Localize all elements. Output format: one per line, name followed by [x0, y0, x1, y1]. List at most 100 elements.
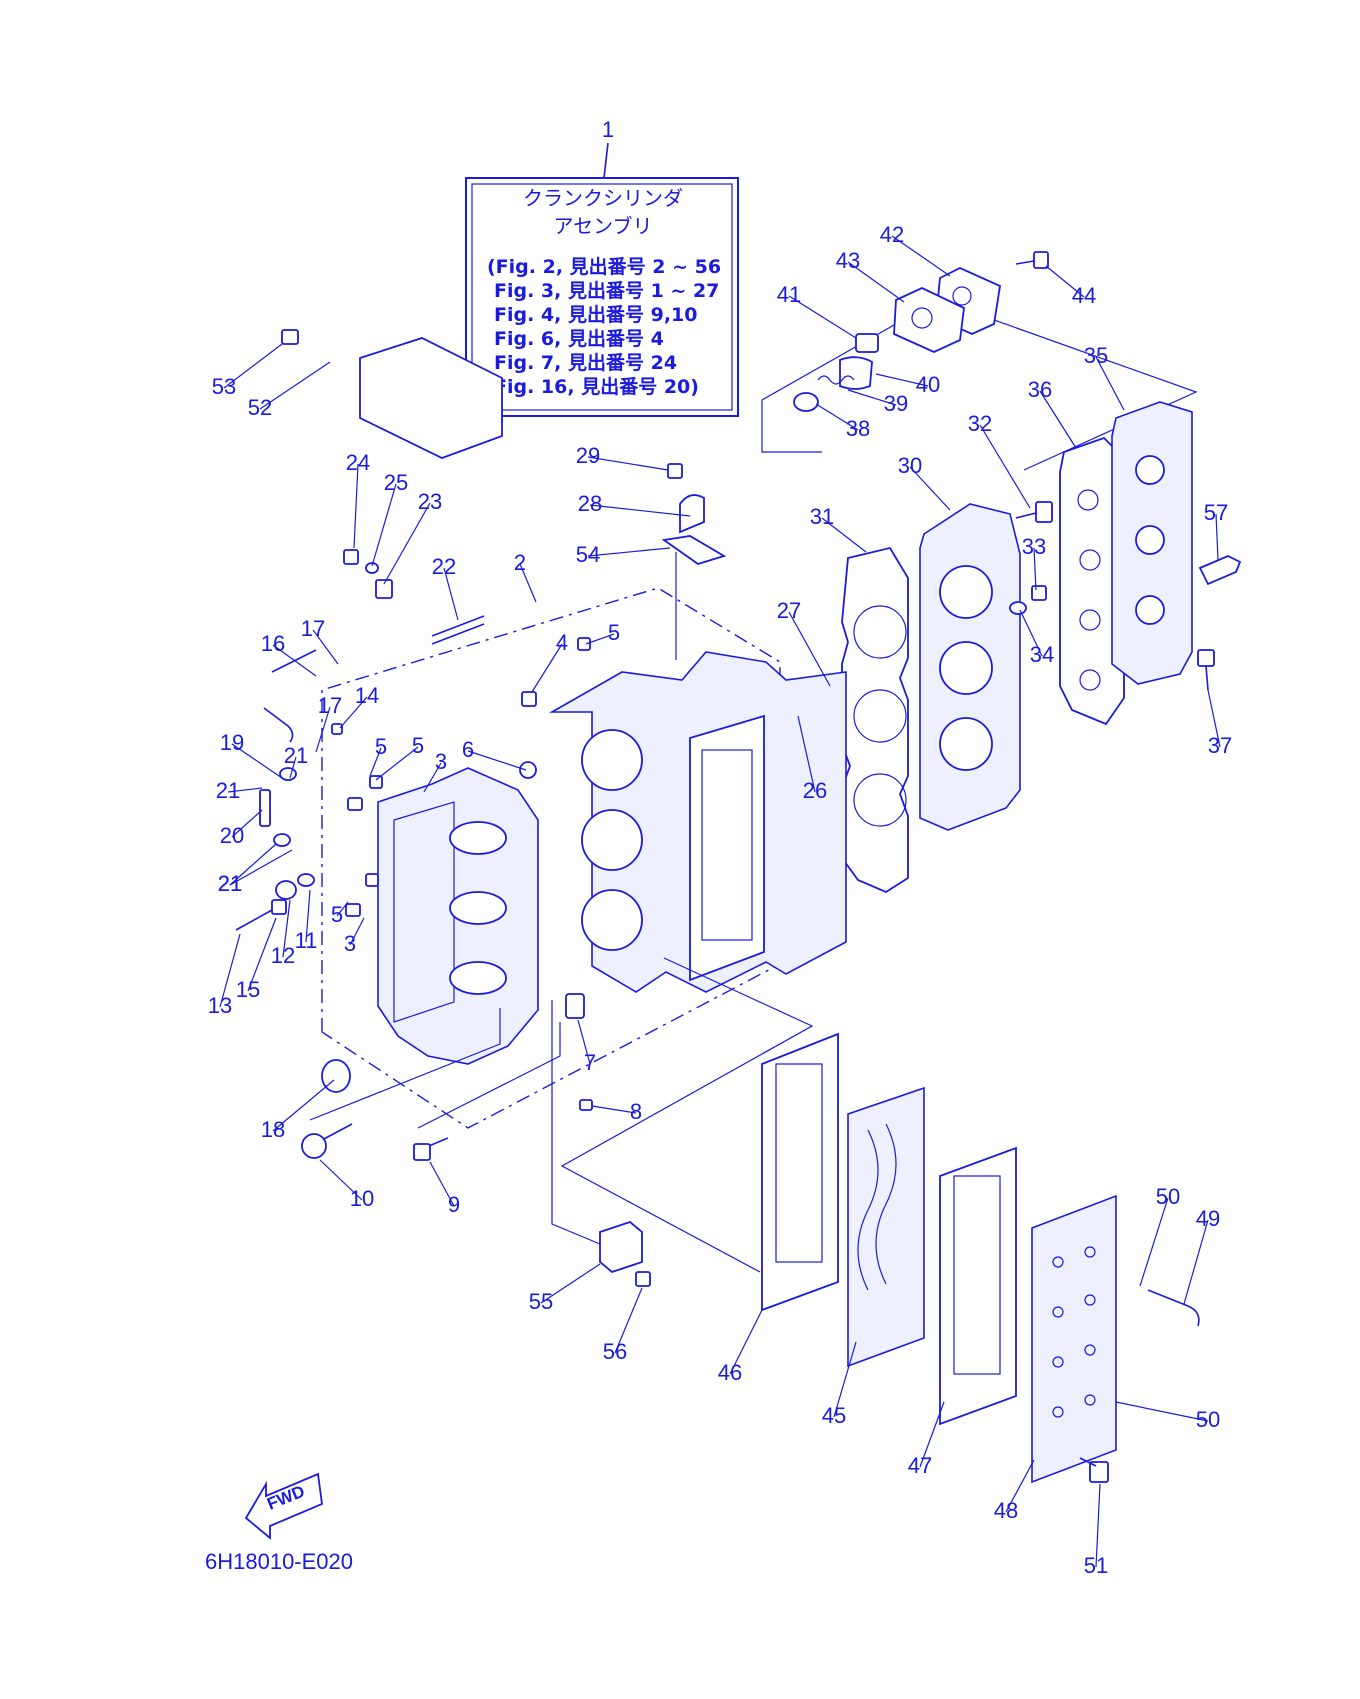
leader-line	[979, 424, 1031, 509]
leader-line	[336, 901, 349, 917]
leader-line	[729, 1309, 763, 1375]
leader-line	[423, 762, 442, 793]
callout-2: 2	[514, 550, 526, 575]
leader-line	[349, 917, 365, 946]
callout-1: 1	[602, 117, 614, 142]
callout-15: 15	[236, 977, 260, 1002]
ref-line-5: Fig. 7, 見出番号 24	[494, 351, 677, 374]
callout-17: 17	[318, 693, 342, 718]
leader-line	[375, 746, 419, 781]
leader-line	[577, 1019, 591, 1065]
callout-37: 37	[1208, 733, 1232, 758]
callout-21: 21	[218, 871, 242, 896]
leader-line	[259, 361, 331, 410]
callout-5: 5	[608, 620, 620, 645]
callout-21: 21	[216, 778, 240, 803]
misc-parts	[235, 329, 727, 1287]
leader-line	[305, 889, 311, 943]
callout-38: 38	[846, 416, 870, 441]
callout-55: 55	[529, 1289, 553, 1314]
leader-line	[797, 715, 816, 793]
leader-line	[891, 235, 951, 277]
leader-line	[369, 747, 382, 777]
assembly-title-box: 1 クランクシリンダ アセンブリ (Fig. 2, 見出番号 2 ~ 56 Fi…	[465, 117, 739, 417]
callout-5: 5	[375, 734, 387, 759]
leader-line	[227, 787, 263, 793]
leader-line	[383, 502, 431, 585]
callout-27: 27	[777, 598, 801, 623]
leader-line	[1033, 547, 1037, 591]
exhaust-cover-group	[560, 957, 1200, 1484]
callout-28: 28	[578, 491, 602, 516]
leader-line	[847, 261, 905, 303]
leader-line	[443, 567, 459, 621]
crankcase-block	[321, 587, 847, 1129]
title-line-1: クランクシリンダ	[523, 186, 683, 210]
leader-line	[1019, 609, 1043, 657]
leader-line	[282, 899, 291, 958]
callout-56: 56	[603, 1339, 627, 1364]
leader-line	[919, 1401, 945, 1468]
leader-line	[1207, 689, 1221, 748]
leader-line	[231, 743, 283, 779]
callout-13: 13	[208, 993, 232, 1018]
leader-line	[231, 809, 263, 838]
leader-line	[531, 643, 563, 693]
leader-line	[788, 295, 857, 339]
leader-line	[1095, 356, 1125, 411]
callout-21: 21	[218, 871, 242, 896]
callout-40: 40	[916, 372, 940, 397]
leader-line	[909, 466, 951, 511]
callout-23: 23	[418, 489, 442, 514]
callout-12: 12	[271, 943, 295, 968]
callout-24: 24	[346, 450, 370, 475]
callout-29: 29	[576, 443, 600, 468]
leader-line	[312, 629, 339, 665]
callout-51: 51	[1084, 1553, 1108, 1578]
callout-7: 7	[584, 1050, 596, 1075]
callout-21: 21	[284, 743, 308, 768]
leader-line	[272, 644, 317, 677]
callout-20: 20	[220, 823, 244, 848]
callout-8: 8	[630, 1099, 642, 1124]
callout-18: 18	[261, 1117, 285, 1142]
callout-16: 16	[261, 631, 285, 656]
ref-line-3: Fig. 4, 見出番号 9,10	[494, 303, 697, 326]
ref-line-6: Fig. 16, 見出番号 20)	[494, 375, 699, 398]
leader-line	[319, 1159, 363, 1201]
leader-line	[371, 483, 397, 567]
ref-line-2: Fig. 3, 見出番号 1 ~ 27	[494, 279, 719, 302]
leader-line	[223, 343, 283, 389]
callout-3: 3	[344, 931, 356, 956]
callout-44: 44	[1072, 283, 1096, 308]
callout-25: 25	[384, 470, 408, 495]
leader-line	[614, 1287, 643, 1354]
callout-26: 26	[803, 778, 827, 803]
leader-line	[540, 1263, 601, 1304]
callout-50: 50	[1196, 1407, 1220, 1432]
callout-36: 36	[1028, 377, 1052, 402]
callout-22: 22	[432, 554, 456, 579]
callout-4: 4	[556, 630, 568, 655]
callout-11: 11	[295, 928, 318, 953]
leader-line	[587, 456, 669, 471]
callout-14: 14	[355, 683, 379, 708]
callout-45: 45	[822, 1403, 846, 1428]
leader-line	[788, 611, 831, 687]
leader-line	[1005, 1459, 1035, 1513]
callout-30: 30	[898, 453, 922, 478]
callout-34: 34	[1030, 642, 1054, 667]
callout-39: 39	[884, 391, 908, 416]
leader-line	[587, 547, 671, 557]
leader-line	[833, 1341, 857, 1418]
callout-5: 5	[412, 733, 424, 758]
callout-41: 41	[777, 282, 801, 307]
leader-line	[875, 373, 929, 387]
leader-line	[219, 933, 241, 1008]
callout-42: 42	[880, 222, 904, 247]
leader-line	[589, 504, 691, 517]
callout-46: 46	[718, 1360, 742, 1385]
